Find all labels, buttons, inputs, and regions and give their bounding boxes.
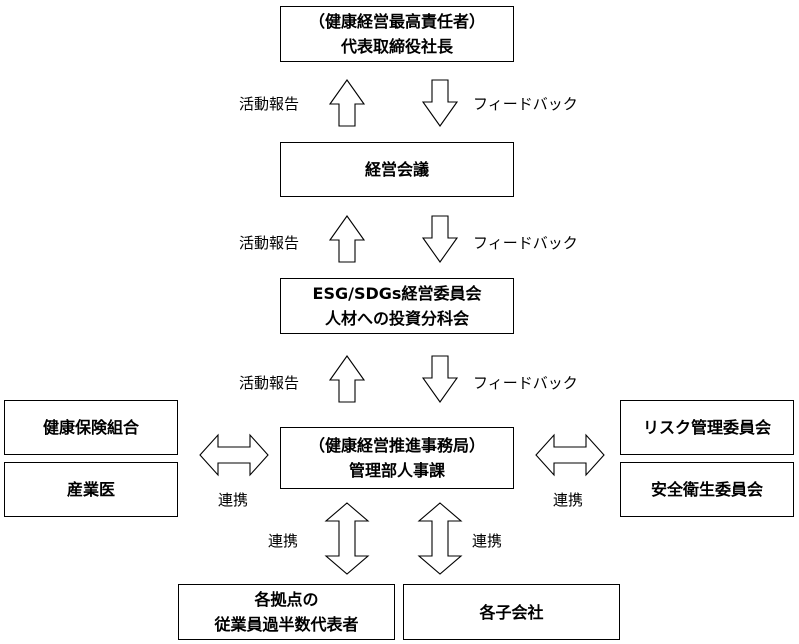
down-arrow-2	[421, 215, 459, 263]
employee-reps-box: 各拠点の 従業員過半数代表者	[178, 584, 395, 640]
esg-committee-box: ESG/SDGs経営委員会 人材への投資分科会	[280, 278, 514, 334]
ceo-box: （健康経営最高責任者） 代表取締役社長	[280, 6, 514, 62]
double-arrow-down-left	[324, 502, 370, 575]
feedback-label-1: フィードバック	[473, 95, 578, 113]
risk-committee-box: リスク管理委員会	[620, 400, 794, 455]
industrial-physician-label: 産業医	[66, 480, 115, 499]
activity-report-label-2: 活動報告	[239, 234, 300, 252]
office-line2: 管理部人事課	[348, 461, 445, 480]
management-meeting-box: 経営会議	[280, 142, 514, 197]
office-line1: （健康経営推進事務局）	[308, 436, 485, 455]
up-arrow-2	[328, 215, 366, 263]
up-arrow-3	[328, 355, 366, 403]
health-insurance-box: 健康保険組合	[4, 400, 178, 455]
down-arrow-1	[421, 79, 459, 127]
feedback-label-3: フィードバック	[473, 374, 578, 392]
risk-committee-label: リスク管理委員会	[642, 418, 771, 437]
cooperation-label-bottom-left: 連携	[268, 532, 299, 550]
ceo-line2: 代表取締役社長	[340, 37, 453, 56]
activity-report-label-3: 活動報告	[239, 374, 300, 392]
cooperation-label-right: 連携	[553, 491, 584, 509]
double-arrow-right	[535, 433, 605, 477]
up-arrow-1	[328, 79, 366, 127]
safety-committee-label: 安全衛生委員会	[650, 480, 763, 499]
health-insurance-label: 健康保険組合	[42, 418, 139, 437]
ceo-line1: （健康経営最高責任者）	[308, 12, 485, 31]
employee-reps-line2: 従業員過半数代表者	[214, 615, 359, 634]
double-arrow-down-right	[417, 502, 463, 575]
esg-committee-line2: 人材への投資分科会	[324, 309, 469, 328]
feedback-label-2: フィードバック	[473, 234, 578, 252]
subsidiaries-label: 各子会社	[479, 602, 544, 622]
cooperation-label-bottom-right: 連携	[472, 532, 503, 550]
employee-reps-line1: 各拠点の	[254, 590, 319, 609]
down-arrow-3	[421, 355, 459, 403]
industrial-physician-box: 産業医	[4, 462, 178, 517]
management-meeting-label: 経営会議	[364, 160, 429, 179]
esg-committee-line1: ESG/SDGs経営委員会	[312, 284, 482, 303]
subsidiaries-box: 各子会社	[403, 584, 620, 640]
safety-committee-box: 安全衛生委員会	[620, 462, 794, 517]
activity-report-label-1: 活動報告	[239, 95, 300, 113]
office-box: （健康経営推進事務局） 管理部人事課	[280, 427, 514, 489]
double-arrow-left	[199, 433, 269, 477]
cooperation-label-left: 連携	[218, 491, 249, 509]
